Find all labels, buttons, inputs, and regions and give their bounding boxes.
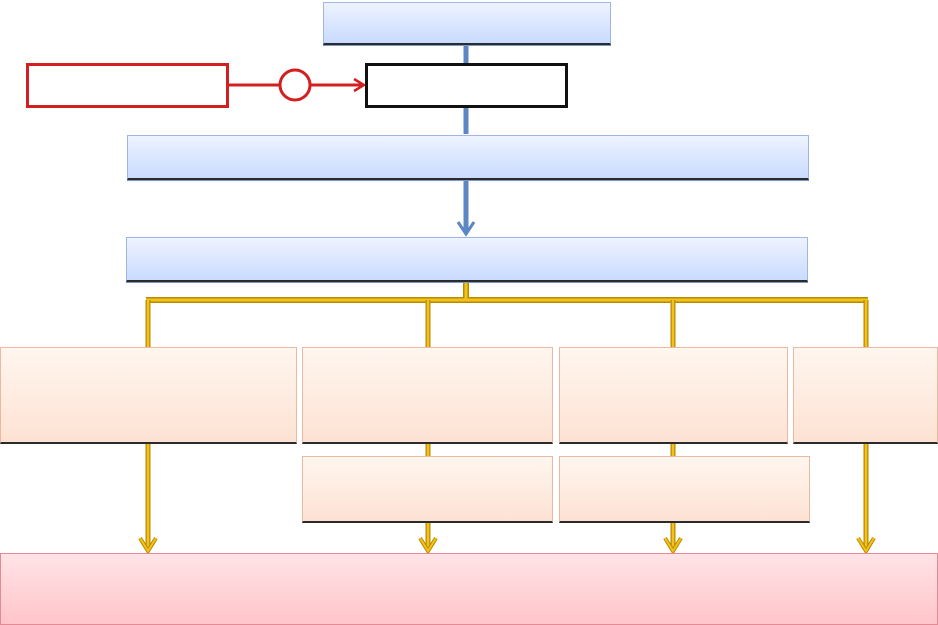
top-box: [323, 2, 611, 45]
yellow-sub-links: [425, 443, 676, 457]
red-connector-circle: [278, 68, 312, 102]
branch-box-4: [793, 347, 938, 444]
wide-box-2: [126, 237, 808, 282]
red-arrowhead: [353, 77, 367, 93]
yellow-drops: [145, 300, 869, 348]
yellow-arrows-bottom: [138, 443, 876, 555]
branch-box-1: [0, 347, 297, 444]
branch-box-3: [559, 347, 788, 444]
yellow-bus: [146, 280, 868, 303]
branch-box-2: [302, 347, 553, 444]
wide-box-1: [127, 135, 809, 180]
sub-box-2: [302, 456, 553, 523]
white-box: [365, 63, 568, 108]
bottom-box: [0, 553, 938, 625]
sub-box-3: [559, 456, 810, 523]
red-box: [26, 63, 229, 108]
blue-arrowhead: [456, 221, 476, 237]
